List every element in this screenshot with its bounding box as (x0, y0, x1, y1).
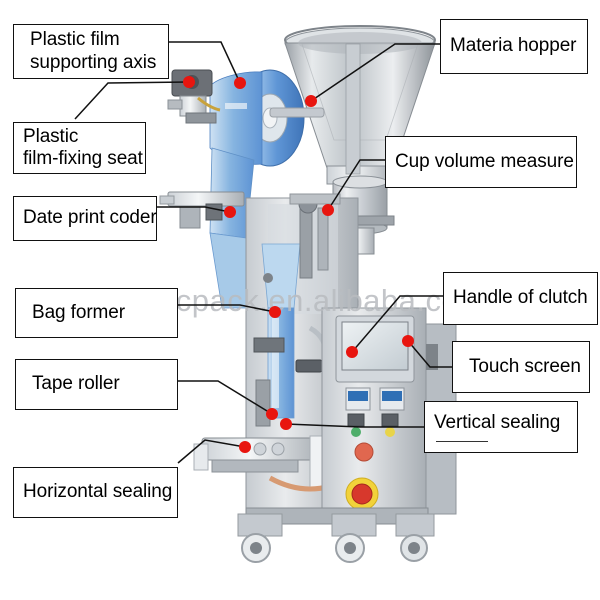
callout-plastic-film-fixing-seat[interactable]: Plastic film-fixing seat (13, 122, 146, 174)
watermark: ocpack.en.alibaba.com (158, 283, 486, 318)
marker-plastic-film-fixing-seat (183, 76, 195, 88)
leader-cup-volume-measure (327, 159, 385, 211)
red-button[interactable] (354, 442, 374, 462)
leader-plastic-film-fixing-seat (74, 81, 190, 120)
marker-date-print-coder (224, 206, 236, 218)
callout-touch-screen[interactable]: Touch screen (452, 341, 590, 393)
callout-line: supporting axis (30, 51, 157, 73)
leader-bag-former (178, 304, 276, 313)
callout-line: Vertical sealing (434, 411, 561, 433)
marker-plastic-film-supporting-axis (234, 77, 246, 89)
callout-line: Bag former (32, 301, 125, 323)
callout-line: Materia hopper (450, 35, 577, 57)
marker-tape-roller (266, 408, 278, 420)
film-roll (209, 69, 325, 167)
callout-bag-former[interactable]: Bag former (15, 288, 178, 338)
callout-line: Date print coder (23, 207, 157, 229)
leader-vertical-sealing (285, 423, 424, 428)
callout-handle-of-clutch[interactable]: Handle of clutch (443, 272, 598, 325)
callout-tape-roller[interactable]: Tape roller (15, 359, 178, 410)
marker-horizontal-sealing (239, 441, 251, 453)
touch-screen[interactable] (341, 321, 409, 371)
callout-line: Tape roller (32, 373, 120, 395)
callout-line: Touch screen (469, 355, 581, 377)
marker-bag-former (269, 306, 281, 318)
callout-date-print-coder[interactable]: Date print coder (13, 196, 157, 241)
leader-horizontal-sealing (177, 439, 246, 464)
callout-vertical-sealing[interactable]: Vertical sealing (424, 401, 578, 453)
callout-materia-hopper[interactable]: Materia hopper (440, 19, 588, 74)
date-print-coder (159, 191, 245, 229)
callout-horizontal-sealing[interactable]: Horizontal sealing (13, 467, 178, 518)
callout-line: Horizontal sealing (23, 481, 173, 503)
green-button[interactable] (351, 427, 361, 437)
callout-line: Cup volume measure (395, 150, 574, 172)
callout-cup-volume-measure[interactable]: Cup volume measure (385, 136, 577, 188)
yellow-button[interactable] (385, 427, 395, 437)
callout-underline (436, 441, 488, 443)
horizontal-sealing-unit (193, 435, 352, 498)
callout-line: Handle of clutch (453, 287, 588, 309)
callout-line: film-fixing seat (23, 148, 143, 169)
marker-materia-hopper (305, 95, 317, 107)
callout-line: Plastic film (30, 29, 120, 51)
film-supporting-axis (269, 107, 325, 118)
callout-plastic-film-supporting-axis[interactable]: Plastic film supporting axis (13, 24, 169, 79)
leader-materia-hopper (310, 43, 440, 102)
marker-handle-of-clutch (346, 346, 358, 358)
packing-machine-image (159, 25, 457, 563)
marker-vertical-sealing (280, 418, 292, 430)
leader-date-print-coder (157, 206, 231, 213)
bag-former (261, 243, 301, 419)
marker-cup-volume-measure (322, 204, 334, 216)
leader-touch-screen (407, 340, 452, 368)
leader-handle-of-clutch (351, 295, 443, 353)
emergency-stop-button[interactable] (351, 483, 373, 505)
marker-touch-screen (402, 335, 414, 347)
leader-tape-roller (178, 380, 273, 415)
callout-line: Plastic (23, 125, 79, 147)
machine-base (237, 507, 435, 563)
hopper-support-column (345, 43, 361, 175)
leader-plastic-film-supporting-axis (169, 41, 241, 84)
